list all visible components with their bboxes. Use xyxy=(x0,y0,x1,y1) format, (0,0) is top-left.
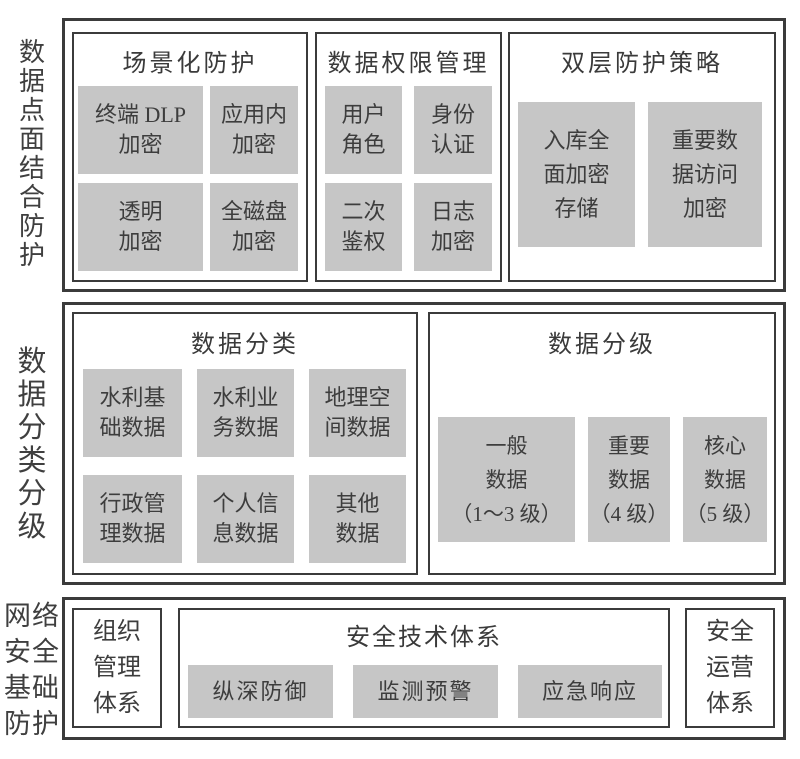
side-label-network-security-base-protection: 网络 安全 基础 防护 xyxy=(4,601,60,739)
panel-data-permission-management: 数据权限管理 用户 角色 身份 认证 二次 鉴权 日志 加密 xyxy=(315,32,502,282)
panel-security-technology-system: 安全技术体系 纵深防御 监测预警 应急响应 xyxy=(178,608,670,728)
cell-monitoring-early-warning: 监测预警 xyxy=(353,665,498,718)
panel-title-security-technology-system: 安全技术体系 xyxy=(346,624,502,651)
cell-core-data-level-5: 核心 数据 （5 级） xyxy=(683,417,767,542)
cell-transparent-encryption: 透明 加密 xyxy=(78,183,203,271)
cell-secondary-authorization: 二次 鉴权 xyxy=(325,183,402,271)
cell-full-encryption-storage: 入库全 面加密 存储 xyxy=(518,102,635,247)
cell-log-encryption: 日志 加密 xyxy=(414,183,492,271)
side-label-data-classification-grading: 数 据 分 类 分 级 xyxy=(17,346,47,543)
cell-grid: 纵深防御 监测预警 应急响应 xyxy=(180,665,668,718)
cell-other-data: 其他 数据 xyxy=(309,475,406,563)
cell-full-disk-encryption: 全磁盘 加密 xyxy=(210,183,298,271)
row-network-security-base-protection: 组织 管理 体系 安全技术体系 纵深防御 监测预警 应急响应 安全 运营 体系 xyxy=(62,597,786,740)
cell-important-data-access-encryption: 重要数 据访问 加密 xyxy=(648,102,762,247)
cell-user-role: 用户 角色 xyxy=(325,86,402,174)
label-security-operation-system: 安全 运营 体系 xyxy=(706,619,754,717)
cell-important-data-level-4: 重要 数据 （4 级） xyxy=(588,417,670,542)
panel-title-data-classification: 数据分类 xyxy=(191,332,299,358)
panel-data-classification: 数据分类 水利基 础数据 水利业 务数据 地理空 间数据 行政管 理数据 个人信… xyxy=(72,312,418,575)
cell-identity-authentication: 身份 认证 xyxy=(414,86,492,174)
panel-dual-layer-protection-strategy: 双层防护策略 入库全 面加密 存储 重要数 据访问 加密 xyxy=(508,32,776,282)
panel-title-dual-layer-protection-strategy: 双层防护策略 xyxy=(561,50,723,77)
cell-in-app-encryption: 应用内 加密 xyxy=(210,86,298,174)
label-organization-management-system: 组织 管理 体系 xyxy=(93,619,141,717)
row-data-classification-grading: 数据分类 水利基 础数据 水利业 务数据 地理空 间数据 行政管 理数据 个人信… xyxy=(62,302,786,585)
cell-general-data-level-1-3: 一般 数据 （1～3 级） xyxy=(438,417,575,542)
panel-data-grading: 数据分级 一般 数据 （1～3 级） 重要 数据 （4 级） 核心 数据 （5 … xyxy=(428,312,776,575)
panel-title-scenario-protection: 场景化防护 xyxy=(122,50,258,77)
panel-title-data-grading: 数据分级 xyxy=(548,332,656,358)
cell-personal-info-data: 个人信 息数据 xyxy=(197,475,294,563)
cell-emergency-response: 应急响应 xyxy=(518,665,662,718)
cell-grid: 入库全 面加密 存储 重要数 据访问 加密 xyxy=(510,102,774,247)
panel-title-data-permission-management: 数据权限管理 xyxy=(327,50,490,77)
cell-grid: 一般 数据 （1～3 级） 重要 数据 （4 级） 核心 数据 （5 级） xyxy=(430,417,774,542)
cell-water-basic-data: 水利基 础数据 xyxy=(83,369,182,457)
panel-security-operation-system: 安全 运营 体系 xyxy=(685,608,775,728)
cell-water-business-data: 水利业 务数据 xyxy=(197,369,294,457)
cell-defense-in-depth: 纵深防御 xyxy=(188,665,333,718)
cell-terminal-dlp-encryption: 终端 DLP 加密 xyxy=(78,86,203,174)
cell-administrative-data: 行政管 理数据 xyxy=(83,475,182,563)
cell-geospatial-data: 地理空 间数据 xyxy=(309,369,406,457)
side-label-data-point-area-protection: 数 据 点 面 结 合 防 护 xyxy=(18,38,45,270)
row-data-point-area-protection: 场景化防护 终端 DLP 加密 应用内 加密 透明 加密 全磁盘 加密 数据权限… xyxy=(62,18,786,292)
panel-organization-management-system: 组织 管理 体系 xyxy=(72,608,162,728)
panel-scenario-protection: 场景化防护 终端 DLP 加密 应用内 加密 透明 加密 全磁盘 加密 xyxy=(72,32,308,282)
cell-grid: 水利基 础数据 水利业 务数据 地理空 间数据 行政管 理数据 个人信 息数据 … xyxy=(74,369,416,563)
cell-grid: 用户 角色 身份 认证 二次 鉴权 日志 加密 xyxy=(317,86,500,271)
cell-grid: 终端 DLP 加密 应用内 加密 透明 加密 全磁盘 加密 xyxy=(74,86,306,271)
